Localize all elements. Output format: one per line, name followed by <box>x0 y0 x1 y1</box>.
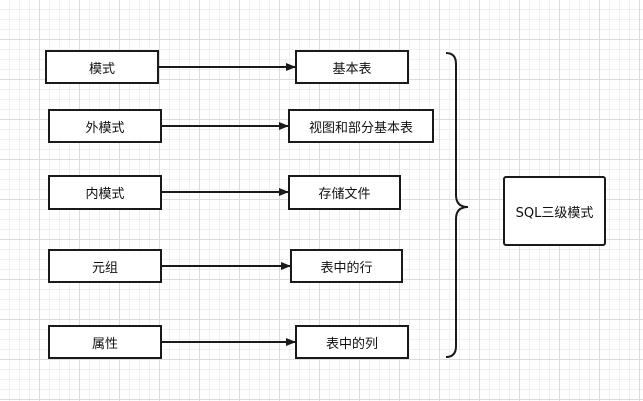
right-box-3: 表中的行 <box>290 249 403 283</box>
right-box-label: 表中的行 <box>320 260 373 276</box>
right-box-0: 基本表 <box>295 50 409 84</box>
left-box-label: 模式 <box>88 61 115 77</box>
left-box-label: 属性 <box>91 336 118 352</box>
left-box-3: 元组 <box>48 249 162 283</box>
left-box-label: 外模式 <box>85 120 125 136</box>
left-box-1: 外模式 <box>48 109 162 143</box>
right-box-4: 表中的列 <box>295 325 409 359</box>
right-box-label: 视图和部分基本表 <box>308 120 413 136</box>
summary-label: SQL三级模式 <box>515 205 594 221</box>
right-box-2: 存储文件 <box>288 175 401 210</box>
summary-box: SQL三级模式 <box>503 176 606 246</box>
left-box-2: 内模式 <box>48 175 162 210</box>
right-brace <box>445 52 469 358</box>
right-box-1: 视图和部分基本表 <box>288 109 434 143</box>
right-box-label: 基本表 <box>332 61 372 77</box>
right-box-label: 存储文件 <box>318 187 371 202</box>
left-box-0: 模式 <box>45 50 159 84</box>
right-box-label: 表中的列 <box>325 336 378 352</box>
left-box-label: 元组 <box>91 260 118 276</box>
left-box-4: 属性 <box>48 325 162 359</box>
left-box-label: 内模式 <box>85 187 125 202</box>
